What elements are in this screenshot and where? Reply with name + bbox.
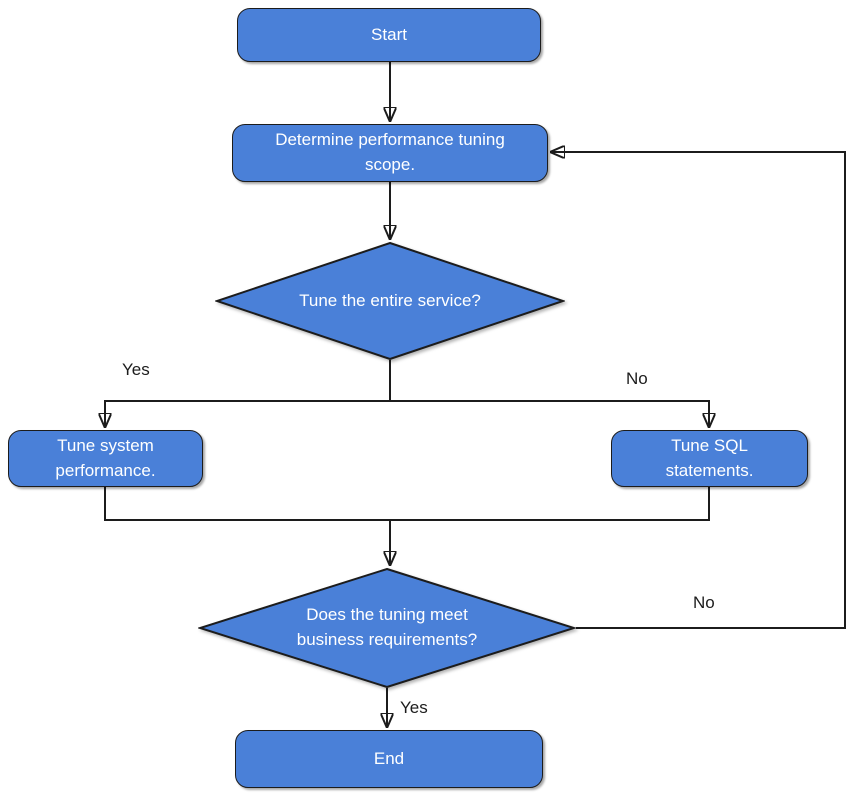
node-determine-scope: Determine performance tuning scope. <box>232 124 548 182</box>
diamond-shape <box>215 242 565 360</box>
edge-label-yes-left: Yes <box>122 360 150 379</box>
diamond-label: Tune the entire service? <box>299 290 481 310</box>
node-tune-sql-statements: Tune SQL statements. <box>611 430 808 487</box>
edge-no-loop-to-determine <box>551 152 846 629</box>
diamond-label: Does the tuning meet business requiremen… <box>296 605 478 649</box>
edge-label-yes-end: Yes <box>400 698 428 717</box>
edge-merge-left <box>104 487 710 521</box>
edge-label-no-right: No <box>626 369 648 388</box>
edge-label-no-loop: No <box>693 593 715 612</box>
node-start: Start <box>237 8 541 62</box>
node-meets-business-requirements: Does the tuning meet business requiremen… <box>198 568 576 688</box>
edge-yes-to-tune-system <box>105 400 390 427</box>
node-tune-system-performance: Tune system performance. <box>8 430 203 487</box>
node-tune-entire-service: Tune the entire service? <box>215 242 565 360</box>
diamond-shape <box>198 568 576 688</box>
node-end: End <box>235 730 543 788</box>
edge-no-to-tune-sql <box>390 400 709 427</box>
